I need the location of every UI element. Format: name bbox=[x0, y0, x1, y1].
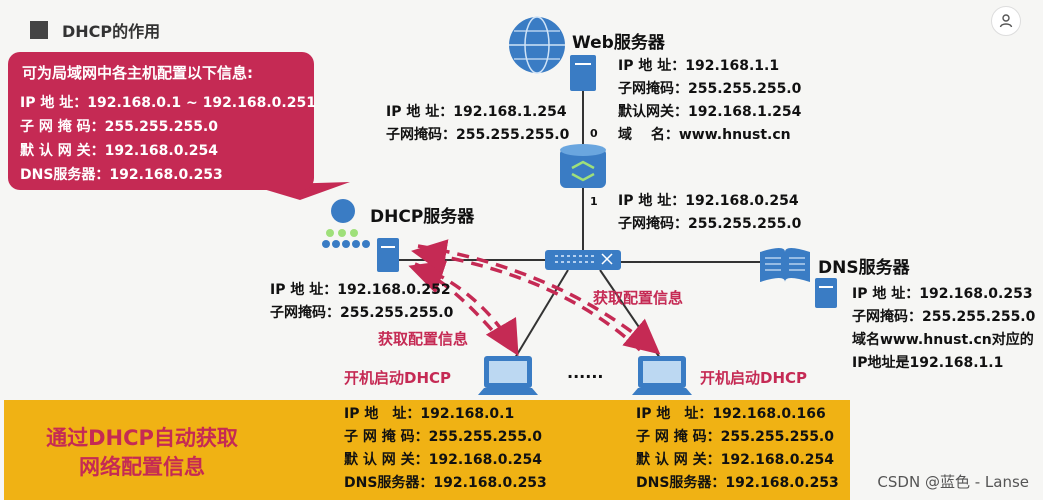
watermark: CSDN @蓝色 - Lanse bbox=[877, 473, 1029, 491]
more-hosts-ellipsis: ······ bbox=[567, 367, 604, 386]
callout-line: 子 网 掩 码：255.255.255.0 bbox=[20, 119, 218, 135]
web-server-info-line: IP 地 址：192.168.1.1 bbox=[618, 58, 780, 74]
pc-right-config-line: 子 网 掩 码：255.255.255.0 bbox=[636, 429, 834, 445]
bottom-banner bbox=[4, 400, 850, 500]
dns-server-info-line: IP 地 址：192.168.0.253 bbox=[852, 286, 1033, 302]
router-icon bbox=[560, 144, 606, 188]
dhcp-server-label: DHCP服务器 bbox=[370, 207, 475, 227]
web-server-info: IP 地 址：192.168.1.1 子网掩码：255.255.255.0 默认… bbox=[618, 55, 801, 147]
router-port1-line: IP 地 址：192.168.0.254 bbox=[618, 193, 799, 209]
pc-right-config-line: 默 认 网 关：192.168.0.254 bbox=[636, 452, 834, 468]
pc-right-config: IP 地 址：192.168.0.166 子 网 掩 码：255.255.255… bbox=[636, 403, 839, 495]
link-switch-pc-left bbox=[514, 269, 569, 359]
pc-right-label: 开机启动DHCP bbox=[700, 369, 808, 387]
dhcp-server-icon bbox=[322, 199, 399, 272]
pc-left-config-line: IP 地 址：192.168.0.1 bbox=[344, 406, 515, 422]
callout-line: IP 地 址：192.168.0.1 ~ 192.168.0.251 bbox=[20, 95, 316, 111]
dhcp-server-info-line: 子网掩码：255.255.255.0 bbox=[270, 305, 454, 321]
link-switch-pc-right bbox=[599, 269, 661, 359]
user-icon bbox=[999, 14, 1013, 28]
section-title: DHCP的作用 bbox=[30, 18, 160, 42]
pc-left-label: 开机启动DHCP bbox=[344, 369, 452, 387]
flow-arrow-pc-right-to-dhcp bbox=[411, 239, 642, 352]
callout-line: DNS服务器：192.168.0.253 bbox=[20, 167, 223, 183]
router-port0-line: 子网掩码：255.255.255.0 bbox=[386, 127, 570, 143]
dhcp-config-callout: 可为局域网中各主机配置以下信息: IP 地 址：192.168.0.1 ~ 19… bbox=[8, 52, 316, 190]
dns-server-label: DNS服务器 bbox=[818, 258, 910, 278]
pc-right-icon bbox=[632, 356, 692, 395]
web-server-label: Web服务器 bbox=[572, 33, 665, 53]
dns-server-info: IP 地 址：192.168.0.253 子网掩码：255.255.255.0 … bbox=[852, 283, 1035, 375]
dns-server-info-line: 域名www.hnust.cn对应的 bbox=[852, 332, 1034, 348]
switch-icon bbox=[545, 250, 621, 270]
web-server-info-line: 子网掩码：255.255.255.0 bbox=[618, 81, 802, 97]
banner-slogan-line: 通过DHCP自动获取 bbox=[46, 426, 238, 450]
flow-label-right: 获取配置信息 bbox=[593, 289, 684, 307]
section-title-text: DHCP的作用 bbox=[62, 22, 161, 41]
callout-line: 默 认 网 关：192.168.0.254 bbox=[20, 143, 218, 159]
pc-right-config-line: DNS服务器：192.168.0.253 bbox=[636, 475, 839, 491]
callout-heading: 可为局域网中各主机配置以下信息: bbox=[22, 64, 254, 82]
banner-slogan: 通过DHCP自动获取 网络配置信息 bbox=[22, 424, 262, 482]
router-port0-number: 0 bbox=[590, 127, 598, 140]
dns-server-icon bbox=[760, 248, 837, 308]
pc-left-config-line: 子 网 掩 码：255.255.255.0 bbox=[344, 429, 542, 445]
web-server-info-line: 默认网关：192.168.1.254 bbox=[618, 104, 802, 120]
user-profile-button[interactable] bbox=[991, 6, 1021, 36]
pc-right-config-line: IP 地 址：192.168.0.166 bbox=[636, 406, 826, 422]
pc-left-config-line: DNS服务器：192.168.0.253 bbox=[344, 475, 547, 491]
web-server-info-line: 域 名：www.hnust.cn bbox=[618, 127, 791, 143]
dhcp-server-info: IP 地 址：192.168.0.252 子网掩码：255.255.255.0 bbox=[270, 279, 453, 325]
router-port1-line: 子网掩码：255.255.255.0 bbox=[618, 216, 802, 232]
dhcp-server-info-line: IP 地 址：192.168.0.252 bbox=[270, 282, 451, 298]
flow-arrow-to-pc-right bbox=[417, 244, 661, 355]
flow-arrow-to-pc-left bbox=[414, 262, 519, 357]
globe-icon bbox=[509, 16, 565, 74]
web-server-icon bbox=[570, 55, 596, 91]
banner-slogan-line: 网络配置信息 bbox=[79, 455, 205, 479]
pc-left-config: IP 地 址：192.168.0.1 子 网 掩 码：255.255.255.0… bbox=[344, 403, 547, 495]
bullet-square-icon bbox=[30, 21, 48, 39]
flow-label-left: 获取配置信息 bbox=[378, 330, 469, 348]
router-port1-info: IP 地 址：192.168.0.254 子网掩码：255.255.255.0 bbox=[618, 190, 801, 236]
router-port0-info: IP 地 址：192.168.1.254 子网掩码：255.255.255.0 bbox=[386, 101, 569, 147]
dns-server-info-line: IP地址是192.168.1.1 bbox=[852, 355, 1004, 371]
router-port1-number: 1 bbox=[590, 195, 598, 208]
dns-server-info-line: 子网掩码：255.255.255.0 bbox=[852, 309, 1036, 325]
pc-left-config-line: 默 认 网 关：192.168.0.254 bbox=[344, 452, 542, 468]
router-port0-line: IP 地 址：192.168.1.254 bbox=[386, 104, 567, 120]
pc-left-icon bbox=[478, 356, 538, 395]
